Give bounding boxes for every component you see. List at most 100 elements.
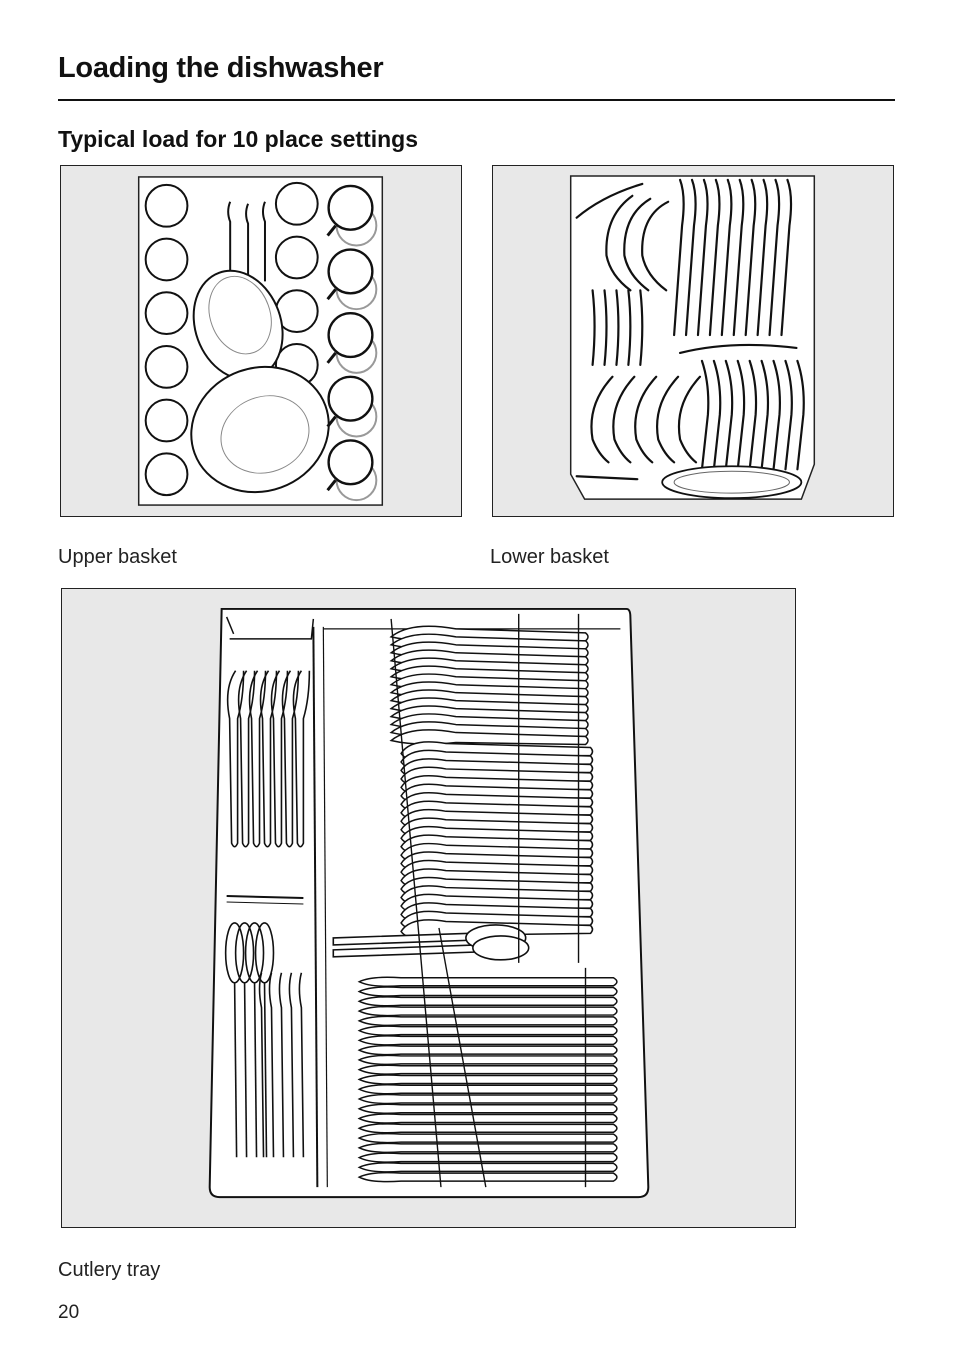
knife-outline (357, 1025, 618, 1036)
plate-edge (641, 200, 670, 292)
knife-outline (357, 1083, 618, 1095)
page-number: 20 (58, 1302, 80, 1323)
knife-outline (357, 1005, 618, 1017)
knife-outline (357, 996, 618, 1007)
plate-edge (748, 359, 758, 471)
knife-outline (357, 1103, 618, 1115)
fork-outline (268, 972, 275, 1158)
lower-basket-drawing (569, 175, 816, 500)
plate-edge (673, 178, 685, 337)
cup-outline (144, 398, 189, 443)
knife-outline (357, 986, 618, 997)
glass-stem (326, 415, 337, 428)
knife-outline (357, 1142, 618, 1154)
plate-edge (780, 178, 793, 337)
plate-edge (615, 289, 620, 366)
upper-basket-drawing (137, 176, 384, 506)
plate-edge (603, 289, 608, 366)
cup-outline (144, 452, 189, 497)
knife-outline (357, 976, 618, 988)
fork-outline (288, 972, 295, 1158)
plate-edge (634, 375, 658, 464)
cutlery-tray-caption: Cutlery tray (58, 1259, 161, 1281)
plate-edge (677, 375, 702, 464)
lower-basket-caption: Lower basket (490, 546, 609, 568)
plate-edge (612, 375, 636, 464)
cup-outline (274, 181, 319, 226)
plate-edge (700, 359, 710, 471)
rack-tine (438, 927, 487, 1188)
plate-edge (784, 359, 793, 471)
plate-edge (656, 375, 680, 464)
knife-outline (357, 1054, 618, 1066)
cup-outline (144, 183, 189, 228)
glass-stem (326, 352, 337, 364)
fork-outline (259, 670, 278, 848)
plate-edge (591, 289, 596, 366)
cup-outline (144, 291, 189, 336)
cutlery-tray-illustration (61, 588, 796, 1228)
knife-outline (357, 1123, 618, 1134)
fork-outline (292, 670, 311, 848)
knife-outline (357, 1044, 618, 1056)
plate-edge (736, 359, 746, 471)
cup-outline (144, 344, 189, 389)
page-title: Loading the dishwasher (58, 52, 384, 84)
cup-outline (144, 237, 189, 282)
fork-outline (226, 670, 245, 848)
plate-edge (796, 359, 805, 471)
fork-outline (278, 972, 285, 1158)
knife-outline (357, 1113, 618, 1124)
glass-outline (327, 311, 374, 359)
plate-edge (720, 178, 733, 337)
knife-outline (357, 1035, 618, 1046)
plate-edge (732, 178, 745, 337)
plate-edge (772, 359, 781, 471)
spoon-handle (243, 982, 248, 1158)
spoon-handle (233, 982, 238, 1158)
knife-outline (357, 1064, 618, 1075)
lower-basket-illustration (492, 165, 894, 517)
plate-edge (639, 289, 644, 366)
glass-stem (326, 288, 337, 301)
glass-outline (327, 375, 374, 422)
fork-outline (237, 670, 256, 848)
plate-edge (696, 178, 709, 337)
cutlery-tray-drawing (208, 607, 650, 1199)
fork-outline (281, 670, 300, 848)
plate-edge (684, 178, 697, 337)
title-divider (58, 99, 895, 101)
plate-edge (768, 178, 781, 337)
glass-stem (326, 479, 337, 492)
spoon-handle (263, 982, 268, 1158)
knife-outline (357, 1132, 618, 1144)
fork-outline (298, 972, 305, 1158)
glass-outline (327, 439, 374, 486)
cup-outline (274, 235, 319, 280)
knife-outline (357, 1093, 618, 1105)
plate-edge (627, 289, 632, 366)
knife-outline (357, 1152, 618, 1163)
plate-edge (756, 178, 769, 337)
knife-outline (357, 1074, 618, 1085)
fork-outline (248, 670, 267, 848)
spoon-handle (253, 982, 258, 1158)
plate-edge (724, 359, 734, 471)
plate-edge (708, 178, 721, 337)
upper-basket-illustration (60, 165, 462, 517)
plate-edge (605, 194, 634, 292)
fork-outline (258, 972, 265, 1158)
plate-edge (590, 375, 614, 464)
plate-edge (744, 178, 757, 337)
knife-outline (357, 1015, 618, 1027)
upper-basket-caption: Upper basket (58, 546, 177, 568)
rack-tine (390, 618, 442, 1188)
fork-outline (270, 670, 289, 848)
glass-stem (326, 224, 337, 237)
knife-outline (357, 1171, 618, 1183)
glass-outline (327, 248, 374, 295)
plate-edge (712, 359, 722, 471)
knife-outline (357, 1162, 618, 1173)
section-subtitle: Typical load for 10 place settings (58, 126, 419, 152)
plate-edge (760, 359, 770, 471)
